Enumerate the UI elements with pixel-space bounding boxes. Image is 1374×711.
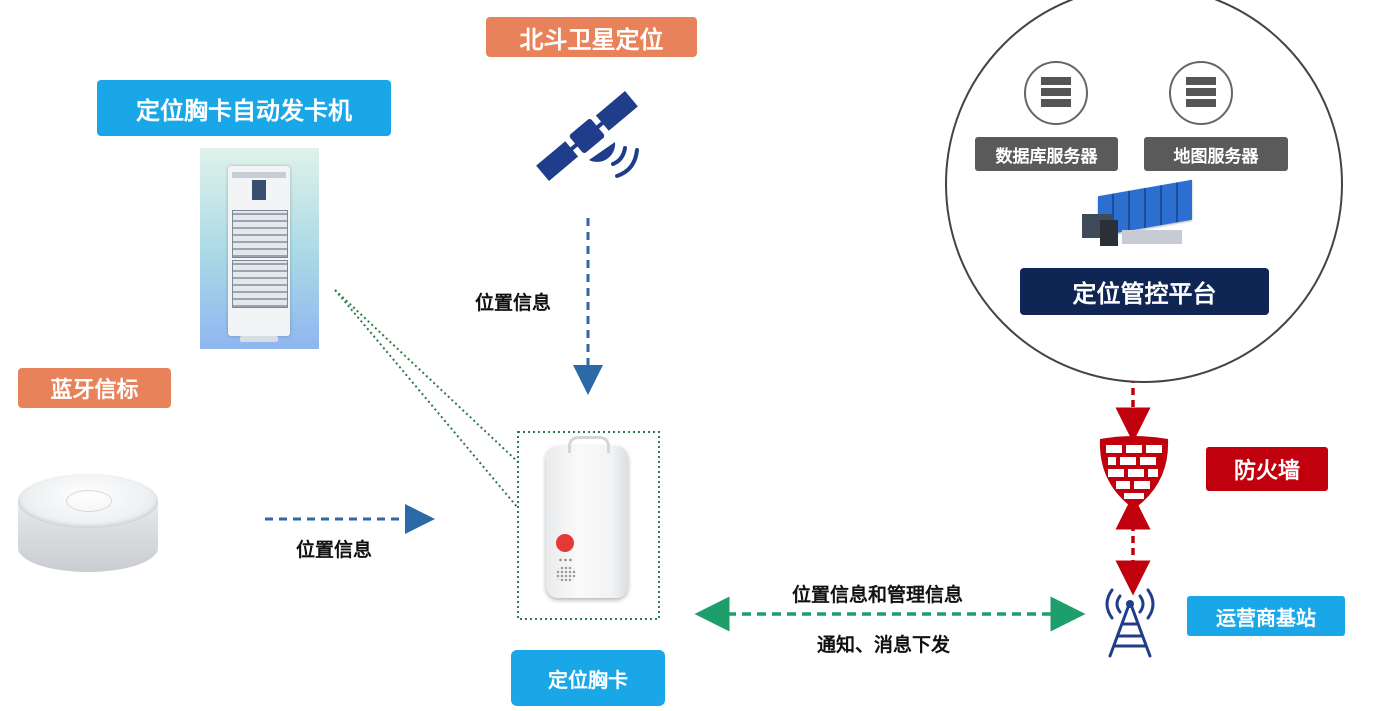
badge-label: 定位胸卡	[511, 650, 665, 706]
location-badge-device	[546, 436, 628, 598]
firewall-shield-icon	[1099, 436, 1169, 509]
database-server-icon	[1024, 61, 1088, 125]
monitoring-wall-image	[1078, 179, 1196, 250]
card-machine-image	[200, 148, 319, 349]
map-server-icon	[1169, 61, 1233, 125]
sos-button	[556, 534, 574, 552]
database-server-label: 数据库服务器	[975, 137, 1118, 171]
badge-callout	[334, 289, 660, 620]
badge-station-flow-top: 位置信息和管理信息	[792, 584, 964, 606]
beacon-flow-label: 位置信息	[296, 539, 373, 561]
card-machine-label: 定位胸卡自动发卡机	[97, 80, 391, 136]
satellite-icon	[536, 91, 639, 181]
bluetooth-beacon-image	[18, 470, 158, 580]
beidou-label: 北斗卫星定位	[486, 17, 697, 57]
map-server-label: 地图服务器	[1144, 137, 1288, 171]
beacon-label: 蓝牙信标	[18, 368, 171, 408]
base-station-tower-icon	[1105, 588, 1155, 658]
platform-label: 定位管控平台	[1020, 268, 1269, 315]
base-station-label: 运营商基站	[1187, 596, 1345, 636]
satellite-flow-label: 位置信息	[475, 292, 552, 314]
firewall-label: 防火墙	[1206, 447, 1328, 491]
badge-station-flow-bottom: 通知、消息下发	[817, 634, 951, 656]
